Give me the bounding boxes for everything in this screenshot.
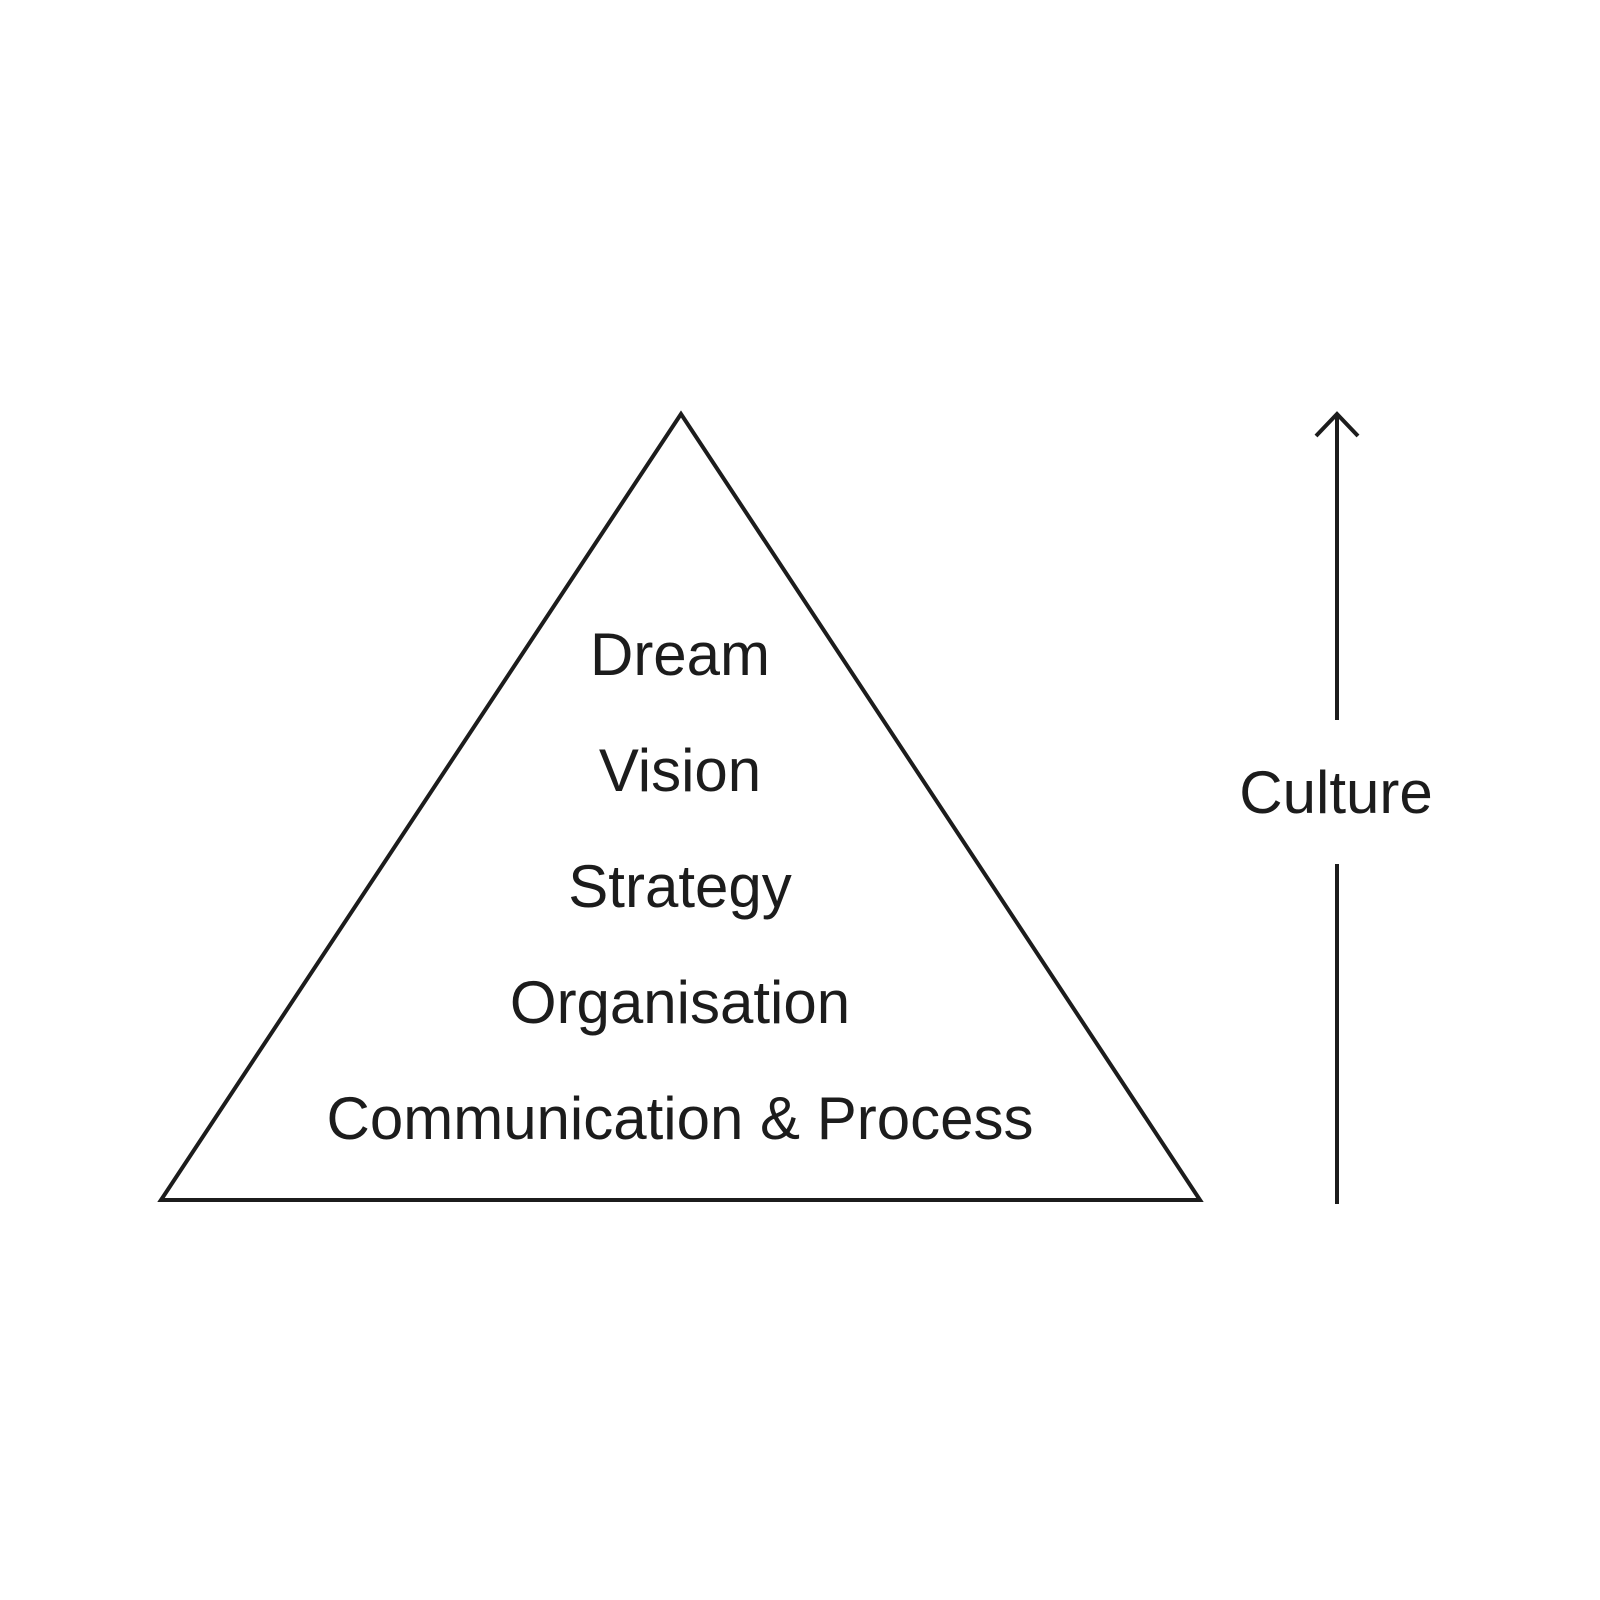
pyramid-triangle: [157, 410, 1204, 1202]
pyramid-level-vision: Vision: [598, 737, 762, 804]
pyramid-level-communication-process: Communication & Process: [326, 1085, 1034, 1152]
culture-label: Culture: [1239, 759, 1433, 826]
pyramid-level-strategy: Strategy: [568, 853, 792, 920]
up-arrow-icon: [1314, 411, 1360, 1204]
arrow-head: [1314, 411, 1360, 438]
pyramid-level-organisation: Organisation: [509, 969, 851, 1036]
pyramid-level-dream: Dream: [589, 621, 771, 688]
